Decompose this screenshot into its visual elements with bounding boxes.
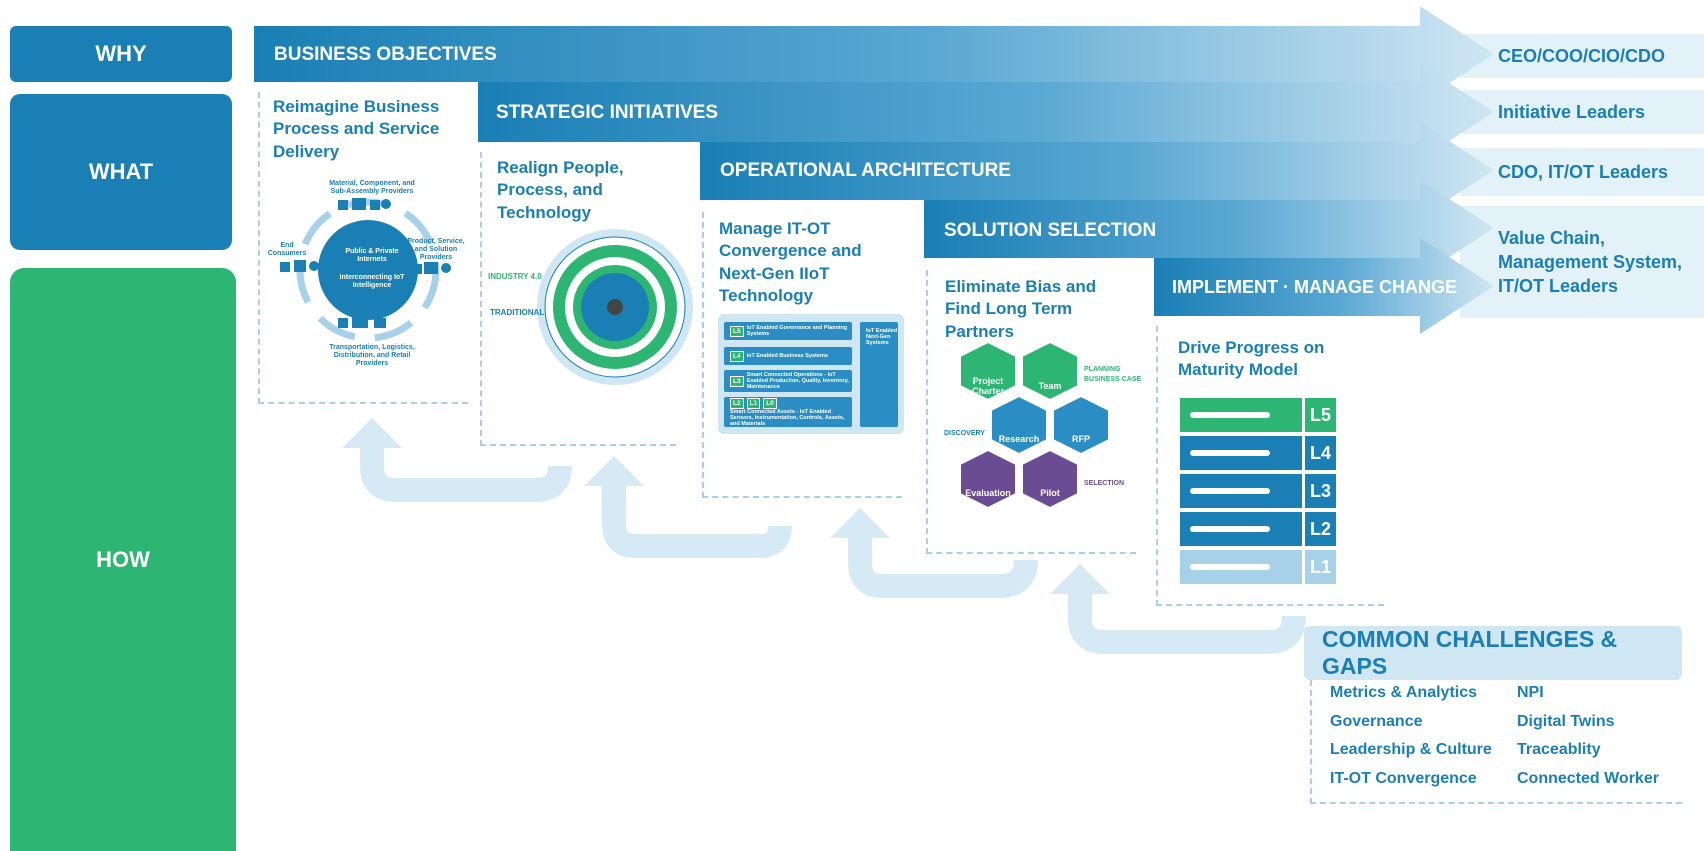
challenge-metrics: Metrics & Analytics [1330, 684, 1478, 701]
hex-pilot: Pilot [1040, 488, 1060, 498]
what-label: WHAT [10, 94, 232, 250]
hex-project-charter: Project Charter [971, 376, 1004, 397]
level1-box [258, 92, 468, 404]
hex-business-case-label: BUSINESS CASE [1084, 376, 1142, 383]
maturity-model: L5 L4 L3 L2 L1 [1180, 398, 1336, 584]
maturity-tag-l3: L3 [1305, 474, 1336, 508]
why-label: WHY [10, 26, 232, 82]
level5-box [1156, 326, 1384, 606]
eco-right: Product, Service, and Solution Providers [407, 238, 465, 262]
hex-research: Research [998, 434, 1040, 444]
challenge-traceability: Traceablity [1517, 741, 1601, 758]
challenge-itot: IT-OT Convergence [1330, 770, 1477, 787]
maturity-row-l1 [1180, 550, 1302, 584]
arrow-solution-selection: SOLUTION SELECTION [944, 220, 1157, 241]
hex-rfp: RFP [1072, 434, 1090, 444]
arch-side-column: IoT Enabled Next-Gen Systems [860, 322, 898, 427]
level4-box [926, 270, 1136, 554]
eco-center-top: Public & Private Internets [345, 248, 399, 264]
eco-top: Material, Component, and Sub-Assembly Pr… [329, 180, 415, 196]
maturity-tag-l4: L4 [1305, 436, 1336, 470]
target-industry-label: INDUSTRY 4.0 [488, 272, 542, 281]
maturity-row-l3 [1180, 474, 1302, 508]
maturity-row-l4 [1180, 436, 1302, 470]
role-value-chain: Value Chain, Management System, IT/OT Le… [1460, 206, 1704, 318]
arrow-business-objectives: BUSINESS OBJECTIVES [274, 44, 497, 65]
level5-title: Drive Progress on Maturity Model [1178, 338, 1325, 380]
level2-title: Realign People, Process, and Technology [497, 158, 624, 222]
main-arrows [254, 6, 1494, 334]
hex-selection-label: SELECTION [1084, 480, 1125, 487]
maturity-row-l2 [1180, 512, 1302, 546]
role-ceo: CEO/COO/CIO/CDO [1460, 34, 1704, 78]
eco-bottom: Transportation, Logistics, Distribution,… [329, 344, 415, 368]
challenge-governance: Governance [1330, 713, 1423, 730]
arrow-operational-architecture: OPERATIONAL ARCHITECTURE [720, 160, 1011, 181]
challenge-connected-worker: Connected Worker [1517, 770, 1659, 787]
return-arrows [360, 440, 1306, 654]
maturity-row-l5 [1180, 398, 1302, 432]
hex-discovery-label: DISCOVERY [944, 430, 985, 437]
hex-planning-label: PLANNING [1084, 366, 1121, 373]
ecosystem-diagram [280, 198, 451, 342]
target-diagram [537, 229, 693, 385]
level2-box [480, 152, 676, 446]
challenge-digital-twins: Digital Twins [1517, 713, 1615, 730]
challenges-title: COMMON CHALLENGES & GAPS [1304, 626, 1682, 680]
hexagon-diagram [959, 340, 1110, 510]
maturity-tag-l1: L1 [1305, 550, 1336, 584]
how-label: HOW [10, 268, 236, 851]
maturity-tag-l2: L2 [1305, 512, 1336, 546]
target-traditional-label: TRADITIONAL [490, 308, 545, 317]
level3-title: Manage IT-OT Convergence and Next-Gen II… [719, 219, 862, 306]
eco-left: End Consumers [267, 242, 307, 258]
role-cdo: CDO, IT/OT Leaders [1460, 148, 1704, 196]
arrow-implement: IMPLEMENT · MANAGE CHANGE [1172, 277, 1457, 297]
level3-box [702, 212, 902, 498]
hex-team: Team [1038, 381, 1062, 391]
challenge-npi: NPI [1517, 684, 1544, 701]
hex-evaluation: Evaluation [965, 488, 1011, 498]
challenges-box [1310, 680, 1682, 804]
level4-title: Eliminate Bias and Find Long Term Partne… [945, 277, 1097, 341]
challenge-leadership: Leadership & Culture [1330, 741, 1492, 758]
maturity-tag-l5: L5 [1305, 398, 1336, 432]
eco-center-bottom: Interconnecting IoT Intelligence [339, 274, 405, 290]
role-initiative-leaders: Initiative Leaders [1460, 90, 1704, 134]
arrow-strategic-initiatives: STRATEGIC INITIATIVES [496, 102, 719, 123]
level1-title: Reimagine Business Process and Service D… [273, 97, 440, 161]
